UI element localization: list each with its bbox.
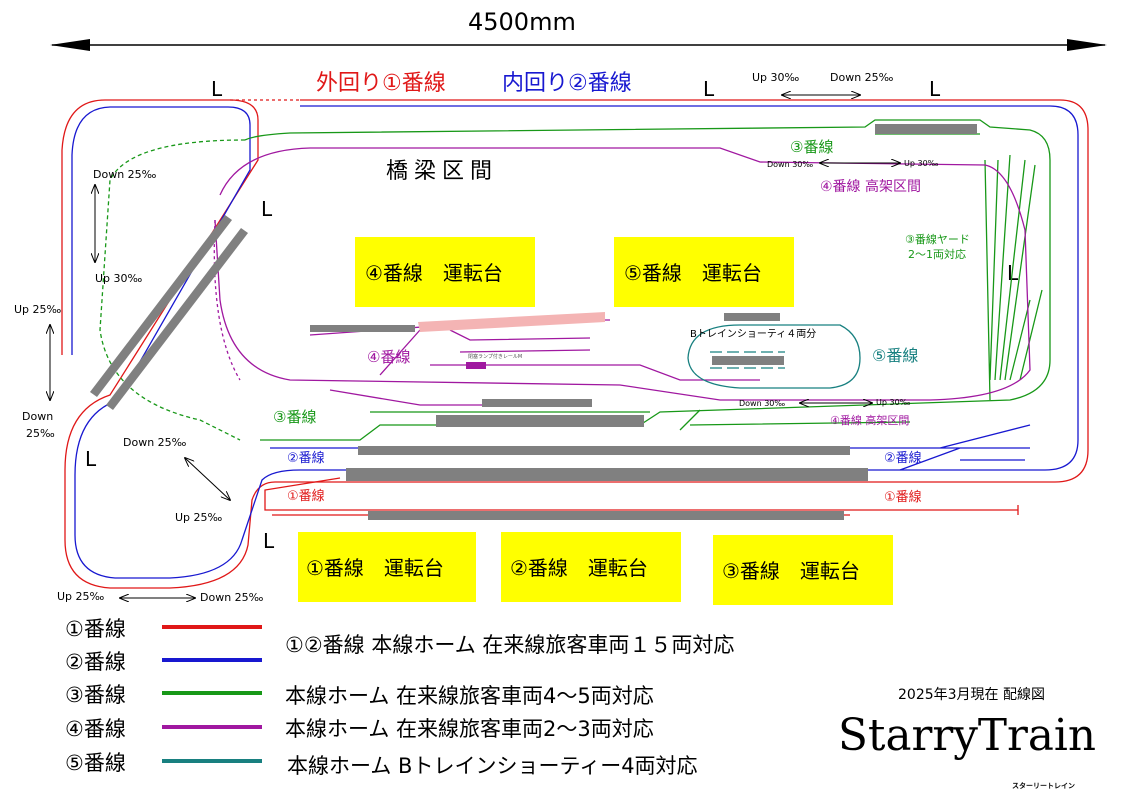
date-label: 2025年3月現在 配線図 bbox=[898, 687, 1045, 703]
description: 本線ホーム 在来線旅客車両4～5両対応 bbox=[285, 684, 654, 708]
bridge-platform bbox=[90, 215, 232, 397]
line-label: ③番線 bbox=[790, 138, 833, 156]
platform bbox=[875, 124, 977, 134]
yard-label: ③番線ヤード bbox=[905, 232, 970, 246]
control-panel-3: ③番線 運転台 bbox=[713, 535, 893, 605]
legend-item-5: ⑤番線 bbox=[65, 751, 262, 775]
grade-label: Down bbox=[22, 410, 53, 423]
platform bbox=[418, 312, 605, 332]
line-label: ①番線 bbox=[287, 488, 325, 504]
logo: StarryTrain bbox=[838, 710, 1096, 761]
line-label: ②番線 bbox=[287, 450, 325, 466]
title-outer: 外回り①番線 bbox=[316, 71, 446, 96]
grade-label: Up 30‰ bbox=[95, 272, 143, 285]
control-panels: ④番線 運転台 ⑤番線 運転台 ①番線 運転台 ②番線 運転台 ③番線 運転台 bbox=[298, 237, 893, 605]
grade-label: Up 30‰ bbox=[904, 159, 939, 168]
control-panel-label: ①番線 運転台 bbox=[306, 556, 444, 580]
line-2-track bbox=[71, 105, 1079, 579]
description: 本線ホーム 在来線旅客車両2～3両対応 bbox=[285, 717, 654, 741]
curve-marker: L bbox=[211, 77, 223, 101]
description: ①②番線 本線ホーム 在来線旅客車両１５両対応 bbox=[285, 633, 734, 657]
control-panel-2: ②番線 運転台 bbox=[501, 532, 681, 602]
block-lamp-rail bbox=[466, 362, 486, 369]
platform bbox=[346, 468, 868, 481]
grade-label: Down 30‰ bbox=[767, 160, 813, 169]
line-label: ④番線 高架区間 bbox=[830, 413, 909, 427]
svg-text:①番線: ①番線 bbox=[65, 617, 126, 641]
grade-label: Down 25‰ bbox=[123, 436, 187, 449]
platform bbox=[358, 446, 850, 455]
platform bbox=[712, 356, 784, 365]
line-3-track bbox=[99, 119, 1051, 441]
grade-labels: Up 30‰ Down 25‰ Down 25‰ Up 30‰ Up 25‰ D… bbox=[14, 71, 939, 604]
curve-marker: L bbox=[1007, 261, 1019, 285]
platform bbox=[310, 325, 415, 332]
area-labels: 橋梁区間 ③番線 ④番線 高架区間 ③番線ヤード 2～1両対応 ④番線 閉塞ラン… bbox=[273, 138, 970, 505]
bridge-label: 橋梁区間 bbox=[386, 159, 498, 184]
control-panel-label: ②番線 運転台 bbox=[510, 556, 648, 580]
grade-label: Up 25‰ bbox=[175, 511, 223, 524]
description: 本線ホーム Bトレインショーティー4両対応 bbox=[287, 754, 698, 778]
curve-marker: L bbox=[263, 529, 275, 553]
grade-label: Down 30‰ bbox=[739, 399, 785, 408]
curve-marker: L bbox=[261, 197, 273, 221]
curve-marker: L bbox=[85, 447, 97, 471]
grade-label: Up 25‰ bbox=[57, 590, 105, 603]
line-label: ②番線 bbox=[884, 450, 922, 466]
btrain-label: Bトレインショーティ４両分 bbox=[690, 328, 816, 340]
bridge-platform bbox=[106, 228, 248, 410]
platform bbox=[482, 399, 592, 407]
line-label: ①番線 bbox=[884, 489, 922, 505]
title-inner: 内回り②番線 bbox=[502, 71, 632, 96]
control-panel-label: ③番線 運転台 bbox=[722, 559, 860, 583]
curve-marker: L bbox=[929, 77, 941, 101]
grade-label: Up 30‰ bbox=[876, 398, 911, 407]
grade-label: Down 25‰ bbox=[93, 168, 157, 181]
grade-label: 25‰ bbox=[26, 427, 55, 440]
line-5-track bbox=[687, 324, 861, 389]
line-label: ③番線 bbox=[273, 408, 316, 426]
platform bbox=[368, 511, 844, 520]
platforms bbox=[90, 124, 977, 520]
control-panel-label: ④番線 運転台 bbox=[365, 261, 503, 285]
legend-item-3: ③番線 bbox=[65, 683, 262, 707]
line-label: ④番線 bbox=[367, 348, 410, 366]
svg-text:⑤番線: ⑤番線 bbox=[65, 751, 126, 775]
platform bbox=[724, 313, 780, 321]
dimension-line: 4500mm bbox=[50, 8, 1107, 51]
legend-item-4: ④番線 bbox=[65, 717, 262, 741]
grade-label: Down 25‰ bbox=[830, 71, 894, 84]
footer: 2025年3月現在 配線図 StarryTrain スターリートレイン bbox=[838, 687, 1096, 790]
line-label: ④番線 高架区間 bbox=[820, 178, 921, 195]
legend: ①番線 ②番線 ③番線 ④番線 ⑤番線 ①②番線 本線ホーム 在来線旅客車両１５… bbox=[65, 617, 734, 778]
legend-item-2: ②番線 bbox=[65, 650, 262, 674]
grade-arrows bbox=[50, 95, 900, 598]
svg-text:④番線: ④番線 bbox=[65, 717, 126, 741]
dimension-label: 4500mm bbox=[468, 8, 576, 36]
control-panel-5: ⑤番線 運転台 bbox=[614, 237, 794, 307]
control-panel-4: ④番線 運転台 bbox=[355, 237, 535, 307]
platform bbox=[436, 415, 644, 427]
line-label: ⑤番線 bbox=[872, 346, 918, 365]
block-lamp-label: 閉塞ランプ付きレールM bbox=[468, 353, 522, 360]
control-panel-1: ①番線 運転台 bbox=[298, 532, 476, 602]
curve-marker: L bbox=[703, 77, 715, 101]
legend-item-1: ①番線 bbox=[65, 617, 262, 641]
grade-label: Up 25‰ bbox=[14, 303, 62, 316]
yard-label: 2～1両対応 bbox=[908, 247, 966, 261]
svg-text:③番線: ③番線 bbox=[65, 683, 126, 707]
grade-label: Down 25‰ bbox=[200, 591, 264, 604]
svg-text:②番線: ②番線 bbox=[65, 650, 126, 674]
control-panel-label: ⑤番線 運転台 bbox=[624, 261, 762, 285]
curve-markers: L L L L L L L bbox=[85, 77, 1019, 553]
logo-kana: スターリートレイン bbox=[1012, 781, 1075, 790]
grade-label: Up 30‰ bbox=[752, 71, 800, 84]
